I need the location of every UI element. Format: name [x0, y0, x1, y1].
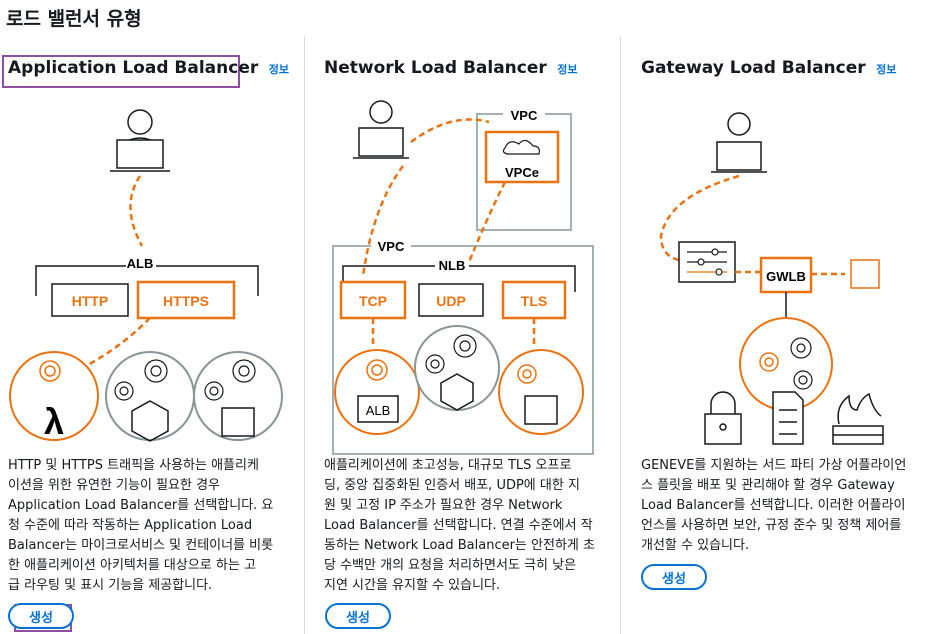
vpce-label: VPCe: [505, 165, 539, 180]
container-icon: [440, 373, 474, 411]
description-line: 당 수백만 개의 요청을 처리하면서도 극히 낮은: [324, 558, 577, 573]
chip-icon: [524, 395, 558, 425]
description-line: 지연 시간을 유지할 수 있습니다.: [324, 578, 501, 593]
page-title: 로드 밸런서 유형: [6, 8, 142, 30]
description-line: 스 플릿을 배포 및 관리해야 할 경우 Gateway: [641, 478, 895, 493]
card-description: HTTP 및 HTTPS 트래픽을 사용하는 애플리케 이션을 위한 유연한 기…: [8, 456, 273, 596]
checklist-icon: [772, 391, 804, 445]
instance-target: [193, 351, 283, 441]
user-icon: [353, 100, 409, 159]
nlb-diagram: VPC VPCe VPC NLB TCP UDP TLS ALB: [332, 100, 594, 455]
target-icon: [39, 360, 61, 382]
target-icon: [366, 359, 388, 381]
description-line: 딩, 중앙 집중화된 인증서 배포, UDP에 대한 지: [324, 478, 580, 493]
create-nlb-button[interactable]: 생성: [325, 603, 391, 629]
description-line: GENEVE를 지원하는 서드 파티 가상 어플라이언: [641, 458, 907, 473]
title-focus-ring: [2, 55, 240, 88]
alb-diagram: ALB HTTP HTTPS λ: [9, 109, 283, 442]
description-line: HTTP 및 HTTPS 트래픽을 사용하는 애플리케: [8, 458, 259, 473]
description-line: Application Load Balancer를 선택합니다. 요: [8, 498, 274, 513]
card-header: Application Load Balancer 정보: [8, 58, 289, 78]
container-target: [105, 351, 195, 441]
cloud-icon: [502, 139, 540, 155]
description-line: Load Balancer를 선택합니다. 연결 수준에서 작: [324, 518, 593, 533]
nlb-group-label: NLB: [439, 258, 466, 273]
target-icon: [425, 334, 477, 374]
card-description: 애플리케이션에 초고성능, 대규모 TLS 오프로 딩, 중앙 집중화된 인증서…: [324, 456, 595, 596]
target-icon: [790, 337, 813, 390]
description-line: 원 및 고정 IP 주소가 필요한 경우 Network: [324, 498, 563, 513]
card-title: Network Load Balancer: [324, 58, 547, 78]
create-alb-button[interactable]: 생성: [8, 603, 74, 629]
svg-text:VPC: VPC: [378, 239, 405, 254]
card-header: Network Load Balancer 정보: [324, 58, 577, 78]
target-icon: [759, 352, 779, 372]
chip-icon: [850, 259, 880, 289]
user-icon: [110, 109, 170, 172]
listener-http: HTTP: [72, 293, 109, 309]
gwlb-label: GWLB: [766, 269, 806, 284]
user-icon: [711, 112, 767, 173]
gwlb-diagram: GWLB: [659, 112, 884, 445]
description-line: 애플리케이션에 초고성능, 대규모 TLS 오프로: [324, 458, 572, 473]
target-icon: [204, 359, 256, 401]
alb-group-label: ALB: [127, 256, 154, 271]
target-icon: [114, 359, 168, 401]
lock-icon: [704, 391, 742, 445]
card-gateway-load-balancer: Gateway Load Balancer 정보 GWLB: [620, 36, 926, 634]
container-icon: [131, 400, 169, 442]
create-gwlb-button[interactable]: 생성: [641, 564, 707, 590]
description-line: 개선할 수 있습니다.: [641, 538, 750, 553]
description-line: 이션을 위한 유연한 기능이 필요한 경우: [8, 478, 221, 493]
info-link[interactable]: 정보: [557, 63, 578, 76]
description-line: 동하는 Network Load Balancer는 안전하게 초: [324, 538, 595, 553]
lambda-target: [9, 351, 99, 441]
description-line: 청 수준에 따라 작동하는 Application Load: [8, 518, 253, 533]
chip-icon: [221, 407, 255, 437]
description-line: 언스를 사용하면 보안, 규정 준수 및 정책 제어를: [641, 518, 902, 533]
card-application-load-balancer: Application Load Balancer 정보 ALB HTTP HT…: [0, 36, 303, 634]
lambda-icon: λ: [44, 401, 64, 442]
card-title: Application Load Balancer: [8, 58, 259, 78]
firewall-icon: [832, 392, 884, 445]
listener-tls: TLS: [521, 293, 547, 309]
description-line: Load Balancer를 선택합니다. 이러한 어플라이: [641, 498, 906, 513]
description-line: 급 라우팅 및 표시 기능을 제공합니다.: [8, 578, 213, 593]
sliders-icon: [687, 248, 727, 276]
card-title: Gateway Load Balancer: [641, 58, 866, 78]
card-network-load-balancer: Network Load Balancer 정보 VPC VPCe VPC NL…: [304, 36, 620, 634]
listener-tcp: TCP: [359, 293, 387, 309]
info-link[interactable]: 정보: [876, 63, 897, 76]
alb-target-label: ALB: [366, 403, 391, 418]
info-link[interactable]: 정보: [268, 63, 289, 76]
description-line: 한 애플리케이션 아키텍처를 대상으로 하는 고: [8, 558, 256, 573]
card-header: Gateway Load Balancer 정보: [641, 58, 896, 78]
target-icon: [517, 364, 537, 384]
listener-https: HTTPS: [163, 293, 209, 309]
vpc-label: VPC: [511, 108, 538, 123]
listener-udp: UDP: [436, 293, 466, 309]
instance-target: [498, 349, 584, 435]
description-line: Balancer는 마이크로서비스 및 컨테이너를 비롯: [8, 538, 274, 553]
card-description: GENEVE를 지원하는 서드 파티 가상 어플라이언 스 플릿을 배포 및 관…: [641, 456, 906, 556]
